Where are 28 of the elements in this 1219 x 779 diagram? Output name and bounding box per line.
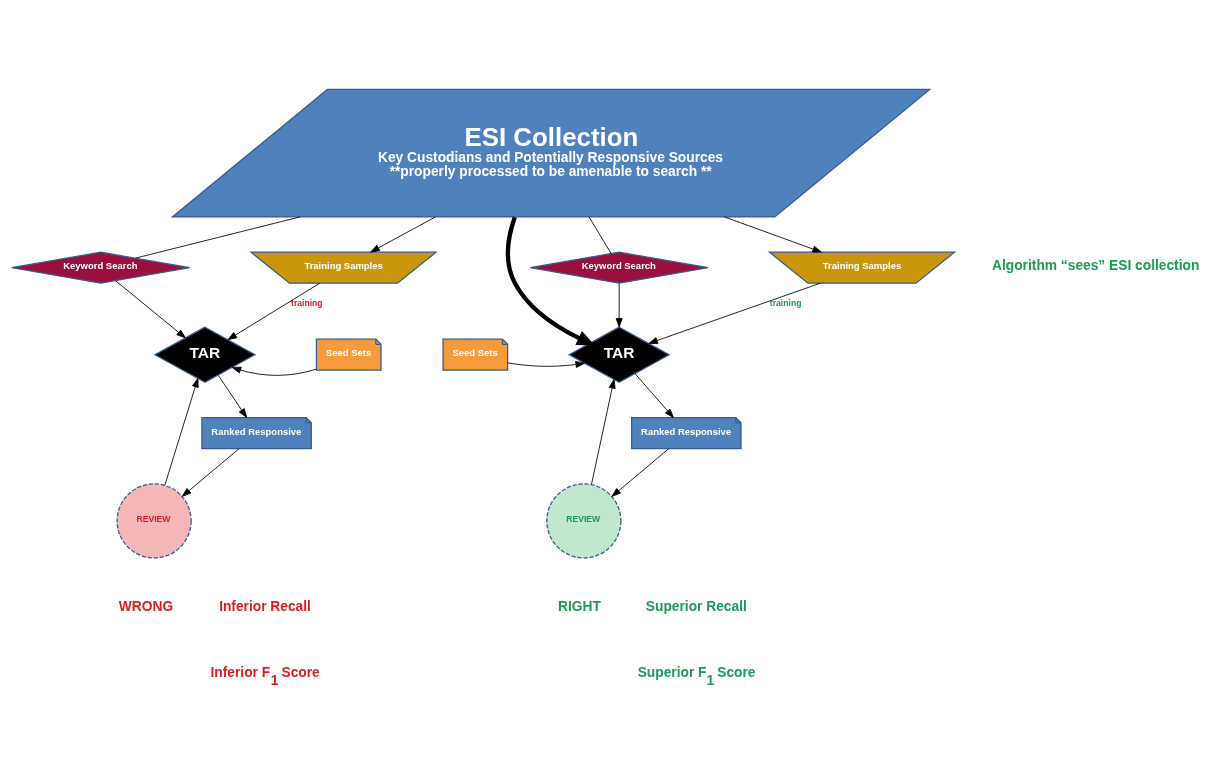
arrow bbox=[648, 282, 821, 344]
node-diamond: TAR bbox=[567, 325, 671, 383]
arrow bbox=[217, 374, 247, 418]
arrow bbox=[724, 216, 822, 253]
arrow bbox=[181, 447, 240, 497]
arrow bbox=[634, 372, 674, 418]
arrow bbox=[615, 282, 623, 328]
node-diamond: TAR bbox=[153, 325, 257, 383]
connector bbox=[588, 216, 612, 254]
label: RIGHT bbox=[558, 598, 601, 614]
arrow bbox=[611, 447, 670, 497]
node-diamond: Keyword Search bbox=[529, 251, 709, 284]
node-diamond: Keyword Search bbox=[11, 251, 191, 284]
label: Inferior Recall bbox=[219, 598, 311, 614]
arrow bbox=[115, 279, 186, 338]
label: Algorithm “sees” ESI collection bbox=[992, 257, 1200, 273]
arrow bbox=[370, 216, 436, 252]
label: WRONG bbox=[118, 598, 174, 614]
arrow bbox=[227, 282, 321, 340]
arrow bbox=[164, 377, 199, 486]
label: Superior Recall bbox=[645, 598, 747, 614]
arrow bbox=[231, 366, 317, 376]
connector bbox=[135, 216, 301, 259]
arrow bbox=[505, 216, 595, 345]
edge-label: training bbox=[291, 297, 323, 308]
arrow bbox=[591, 378, 616, 485]
arrow bbox=[507, 360, 585, 368]
edge-label: training bbox=[769, 297, 802, 308]
